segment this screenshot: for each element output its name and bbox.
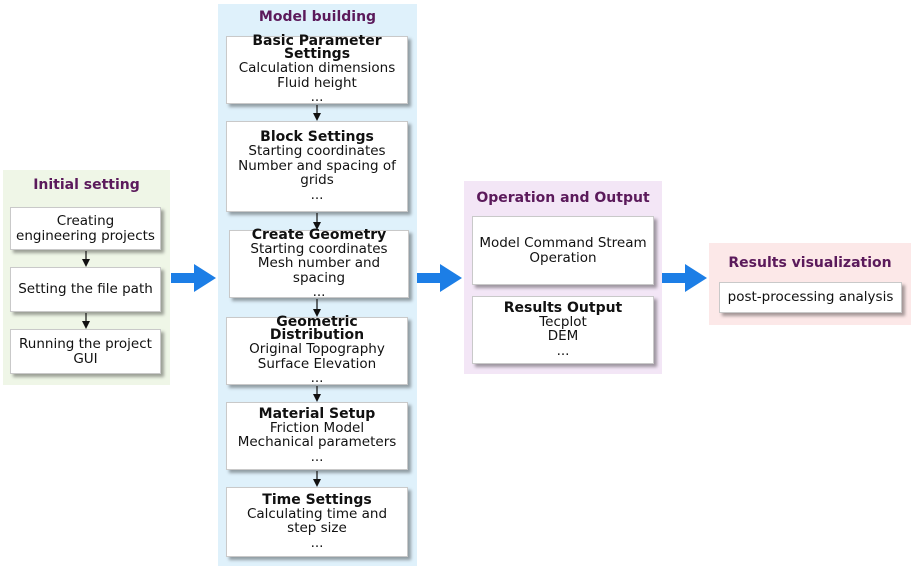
step-running-project-gui: Running the project GUI <box>10 329 161 374</box>
big-arrow-initial-to-model <box>171 264 216 292</box>
step-creating-engineering-projects: Creating engineering projects <box>10 207 161 250</box>
operation-output-title: Operation and Output <box>476 190 650 206</box>
initial-setting-title: Initial setting <box>33 177 140 193</box>
step-model-command-stream: Model Command Stream Operation <box>472 216 654 285</box>
results-visualization-title: Results visualization <box>728 255 892 271</box>
step-block-settings: Block Settings Starting coordinates Numb… <box>226 121 408 212</box>
big-arrow-model-to-operation <box>417 264 462 292</box>
step-geometric-distribution: Geometric Distribution Original Topograp… <box>226 315 408 385</box>
big-arrow-operation-to-results <box>662 264 707 292</box>
step-material-setup: Material Setup Friction Model Mechanical… <box>226 402 408 470</box>
step-time-settings: Time Settings Calculating time and step … <box>226 487 408 557</box>
step-create-geometry: Create Geometry Starting coordinates Mes… <box>229 228 409 299</box>
step-results-output: Results Output Tecplot DEM ... <box>472 296 654 364</box>
step-basic-parameter-settings: Basic Parameter Settings Calculation dim… <box>226 34 408 104</box>
model-building-title: Model building <box>258 9 377 25</box>
step-setting-file-path: Setting the file path <box>10 267 161 312</box>
step-post-processing-analysis: post-processing analysis <box>719 282 902 313</box>
